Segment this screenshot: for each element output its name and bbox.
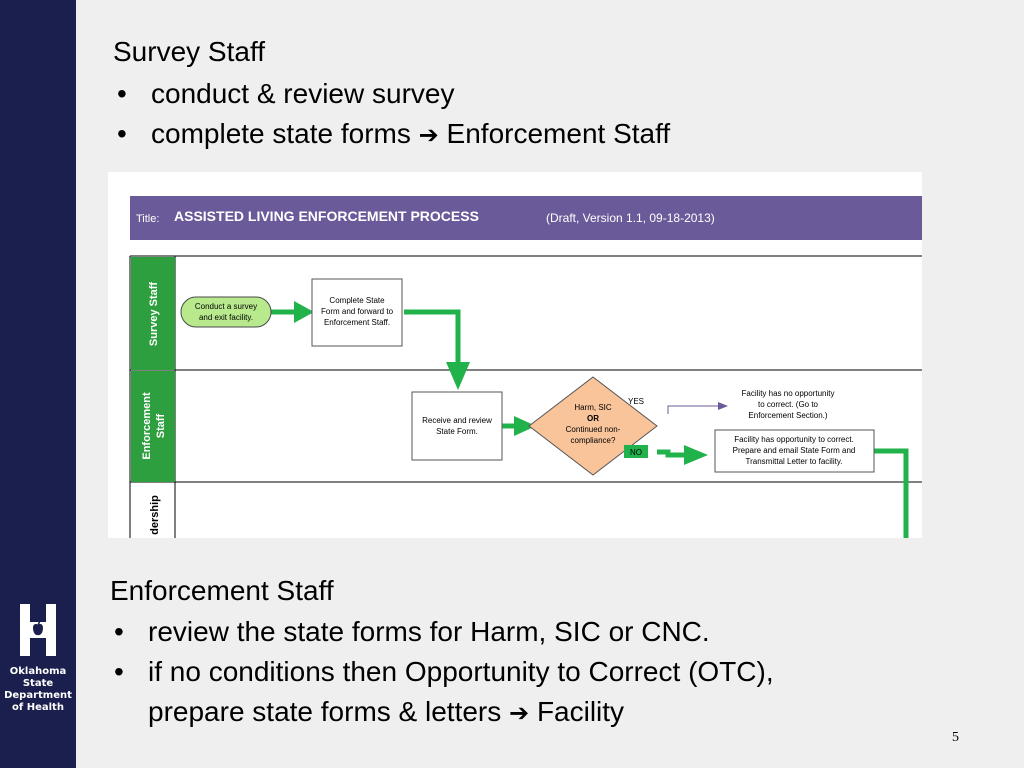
lane-label-enforcement-1: Enforcement (141, 392, 153, 460)
node-text: Receive and review (422, 416, 492, 425)
node-text: State Form. (436, 427, 478, 436)
node-text: Continued non- (566, 425, 621, 434)
node-text: Prepare and email State Form and (733, 446, 856, 455)
flow-connectors (271, 309, 909, 538)
bullet-text: prepare state forms & letters (148, 696, 502, 727)
node-text: Transmittal Letter to facility. (746, 457, 843, 466)
lane-label-enforcement-2: Staff (155, 413, 167, 438)
bullet-item: if no conditions then Opportunity to Cor… (110, 652, 774, 733)
logo-line: Oklahoma (9, 666, 67, 677)
bullet-text: Enforcement Staff (446, 118, 671, 149)
lane-header-survey (131, 257, 175, 370)
node-text: compliance? (571, 436, 616, 445)
logo-line: of Health (12, 702, 64, 713)
node-conduct-survey (180, 296, 272, 328)
node-text: to correct. (Go to (758, 400, 819, 409)
flow-arrowheads (294, 301, 708, 465)
bullet-item: review the state forms for Harm, SIC or … (110, 612, 774, 652)
right-arrow-icon: ➔ (509, 699, 530, 727)
bullet-text: Facility (536, 696, 625, 727)
bullet-item: conduct & review survey (113, 74, 670, 114)
right-arrow-icon: ➔ (418, 121, 439, 149)
survey-staff-heading: Survey Staff (113, 36, 266, 67)
diagram-version: (Draft, Version 1.1, 09-18-2013) (546, 211, 715, 225)
bullet-text: conduct & review survey (151, 78, 455, 109)
process-diagram-svg: Title: ASSISTED LIVING ENFORCEMENT PROCE… (129, 196, 922, 538)
node-text: and exit facility. (199, 313, 253, 322)
yes-connector (667, 405, 720, 414)
oklahoma-h-apple-icon (20, 604, 56, 656)
process-diagram: Title: ASSISTED LIVING ENFORCEMENT PROCE… (108, 172, 922, 538)
node-text: Conduct a survey (195, 302, 257, 311)
node-text: Facility has opportunity to correct. (734, 435, 854, 444)
logo-line: Department (4, 690, 72, 701)
lane-header-enforcement (131, 371, 175, 482)
bullet-item: complete state forms ➔ Enforcement Staff (113, 114, 670, 155)
node-text: Enforcement Section.) (748, 411, 827, 420)
node-has-opportunity (714, 429, 875, 473)
logo: Oklahoma State Department of Health (0, 600, 76, 714)
enforcement-staff-bullets: review the state forms for Harm, SIC or … (110, 612, 774, 733)
bullet-text: if no conditions then Opportunity to Cor… (148, 656, 774, 687)
sidebar: Oklahoma State Department of Health (0, 0, 76, 768)
node-text: Facility has no opportunity (742, 389, 835, 398)
enforcement-staff-heading: Enforcement Staff (110, 575, 334, 606)
node-receive-review (411, 391, 503, 461)
lane-label-leadership: dership (149, 495, 161, 535)
no-label: NO (630, 448, 642, 457)
yes-arrowhead (718, 402, 728, 410)
bullet-text: review the state forms for Harm, SIC or … (148, 616, 710, 647)
survey-staff-bullets: conduct & review survey complete state f… (113, 74, 670, 155)
logo-line: State (22, 678, 54, 689)
node-text: Harm, SIC (574, 403, 612, 412)
logo-text: Oklahoma State Department of Health (0, 666, 76, 714)
yes-label: YES (628, 397, 644, 406)
page-number: 5 (952, 730, 959, 745)
node-complete-form (311, 278, 403, 347)
diagram-title-bar (130, 196, 922, 240)
no-label-badge (624, 445, 648, 458)
node-text: Complete State (329, 296, 385, 305)
lane-label-survey: Survey Staff (148, 282, 160, 347)
node-text: OR (587, 414, 599, 423)
bullet-text: complete state forms (151, 118, 411, 149)
diagram-title: ASSISTED LIVING ENFORCEMENT PROCESS (174, 208, 479, 224)
diagram-title-prefix: Title: (136, 213, 159, 225)
node-text: Form and forward to (321, 307, 394, 316)
node-text: Enforcement Staff. (324, 318, 390, 327)
